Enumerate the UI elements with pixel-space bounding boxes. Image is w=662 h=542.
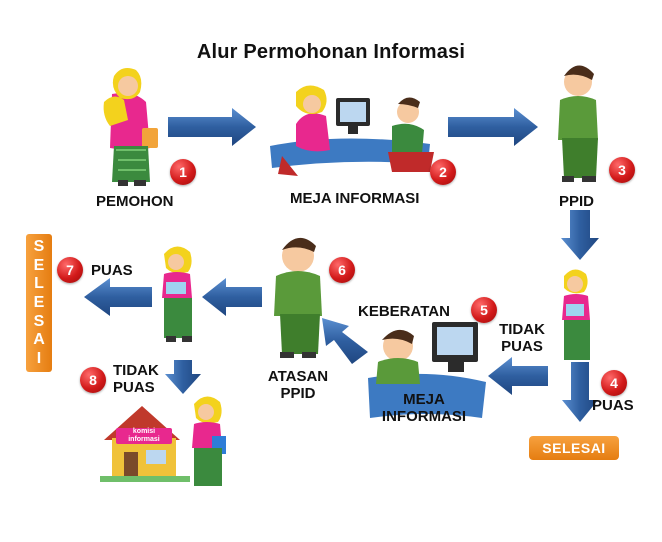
arrow-pemohon-to-meja bbox=[168, 108, 256, 146]
officer-figure bbox=[558, 65, 598, 182]
label-puas-right-2: PUAS bbox=[501, 338, 543, 355]
desk-computer-icon bbox=[270, 85, 434, 176]
applicant-figure bbox=[103, 68, 158, 186]
step-number-7: 7 bbox=[57, 257, 83, 283]
desk-computer-icon-2 bbox=[368, 322, 486, 418]
selesai-letter: I bbox=[36, 349, 42, 367]
house-sign-line2: informasi bbox=[128, 436, 160, 443]
step-number-2: 2 bbox=[430, 159, 456, 185]
arrow-puas-to-selesai bbox=[84, 278, 152, 316]
label-puas-left: PUAS bbox=[91, 262, 133, 279]
label-ppid: PPID bbox=[559, 193, 595, 210]
label-informasi: INFORMASI bbox=[381, 408, 467, 425]
supervisor-figure bbox=[274, 237, 322, 358]
label-tidak-puas-left: TIDAK PUAS bbox=[113, 362, 159, 396]
label-atasan: ATASAN bbox=[267, 368, 329, 385]
selesai-letter: S bbox=[33, 312, 45, 330]
label-ppid-2: PPID bbox=[280, 385, 316, 402]
label-keberatan: KEBERATAN bbox=[358, 303, 450, 320]
selesai-letter: S bbox=[33, 238, 45, 256]
selesai-vertical-badge: S E L E S A I bbox=[26, 234, 52, 372]
house-icon bbox=[100, 406, 190, 482]
label-pemohon: PEMOHON bbox=[96, 193, 174, 210]
step-number-5: 5 bbox=[471, 297, 497, 323]
arrow-ppid-down bbox=[561, 210, 599, 260]
step-number-6: 6 bbox=[329, 257, 355, 283]
label-meja-informasi: MEJA INFORMASI bbox=[290, 190, 420, 207]
label-puas-right: PUAS bbox=[592, 397, 634, 414]
house-sign: komisi informasi bbox=[116, 428, 172, 444]
label-meja: MEJA bbox=[403, 391, 445, 408]
arrow-tidak-puas-down bbox=[165, 360, 201, 394]
selesai-horizontal-badge: SELESAI bbox=[529, 436, 619, 460]
applicant-figure-puas bbox=[162, 246, 192, 342]
label-tidak-right: TIDAK bbox=[499, 321, 545, 338]
label-tidak-puas-right: TIDAK PUAS bbox=[494, 321, 550, 355]
selesai-letter: A bbox=[33, 331, 45, 349]
selesai-letter: L bbox=[34, 275, 44, 293]
step-number-4: 4 bbox=[601, 370, 627, 396]
label-tidak-left: TIDAK bbox=[113, 362, 159, 379]
arrow-tidak-puas-left bbox=[488, 357, 548, 395]
label-atasan-ppid: ATASAN PPID bbox=[260, 368, 336, 402]
step-number-3: 3 bbox=[609, 157, 635, 183]
applicant-figure-right bbox=[562, 269, 590, 360]
step-number-1: 1 bbox=[170, 159, 196, 185]
page-title: Alur Permohonan Informasi bbox=[196, 41, 466, 63]
arrow-atasan-to-applicant bbox=[202, 278, 262, 316]
selesai-letter: E bbox=[33, 293, 45, 311]
arrow-keberatan-diagonal bbox=[322, 318, 368, 364]
step-number-8: 8 bbox=[80, 367, 106, 393]
arrow-to-selesai-down bbox=[562, 362, 598, 422]
house-sign-line1: komisi bbox=[132, 428, 156, 435]
arrow-meja-to-ppid bbox=[448, 108, 538, 146]
selesai-letter: E bbox=[33, 256, 45, 274]
applicant-figure-house bbox=[192, 396, 226, 486]
label-meja-informasi-2: MEJA INFORMASI bbox=[372, 391, 476, 425]
label-puas-left-2: PUAS bbox=[113, 379, 155, 396]
